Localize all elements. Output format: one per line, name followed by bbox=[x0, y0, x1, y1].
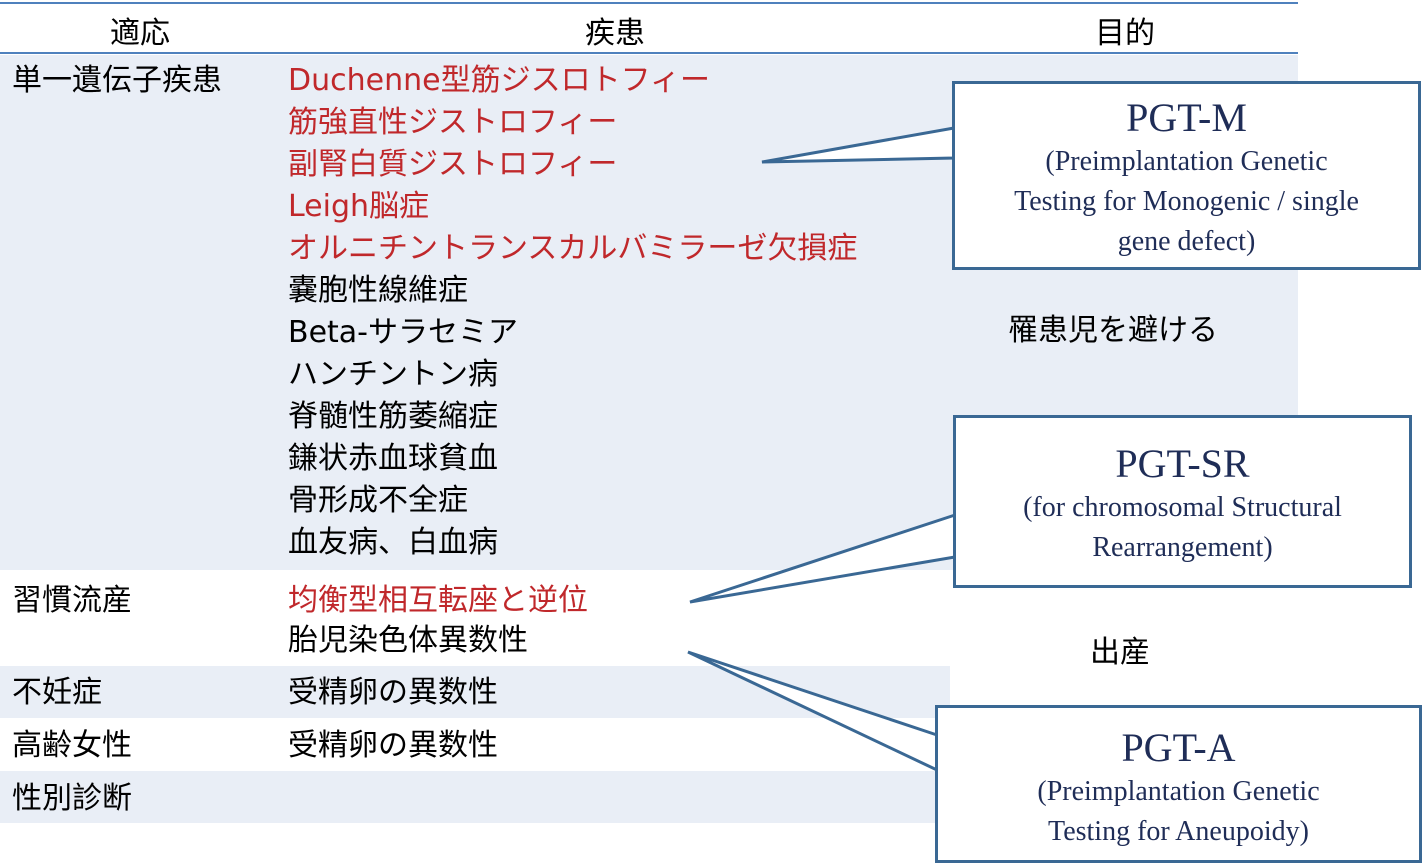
disease-otc: オルニチントランスカルバミラーゼ欠損症 bbox=[288, 231, 858, 266]
pgt-sr-title: PGT-SR bbox=[1115, 441, 1250, 486]
pgt-m-tail bbox=[761, 126, 956, 164]
header-bottom-line bbox=[0, 52, 1298, 54]
pgt-m-line-2: Testing for Monogenic / single bbox=[1014, 186, 1359, 217]
disease-osteogenesis: 骨形成不全症 bbox=[288, 483, 468, 518]
indication-habitual-abortion: 習慣流産 bbox=[12, 583, 132, 618]
table-top-line bbox=[0, 2, 1298, 4]
pgt-m-callout: PGT-M (Preimplantation Genetic Testing f… bbox=[952, 81, 1421, 270]
header-indication: 適応 bbox=[110, 16, 170, 51]
pgt-m-line-3: gene defect) bbox=[1117, 226, 1256, 257]
indication-single-gene: 単一遺伝子疾患 bbox=[12, 63, 222, 98]
indication-infertility: 不妊症 bbox=[12, 675, 102, 710]
disease-sma: 脊髄性筋萎縮症 bbox=[288, 399, 498, 434]
header-disease: 疾患 bbox=[585, 16, 645, 51]
pgt-m-line-1: (Preimplantation Genetic bbox=[1045, 146, 1328, 177]
disease-embryo-aneuploidy-2: 受精卵の異数性 bbox=[288, 728, 498, 763]
disease-embryo-aneuploidy-1: 受精卵の異数性 bbox=[288, 675, 498, 710]
disease-leigh: Leigh脳症 bbox=[288, 189, 430, 224]
indication-advanced-age: 高齢女性 bbox=[12, 728, 132, 763]
disease-fetal-aneuploidy: 胎児染色体異数性 bbox=[288, 623, 528, 658]
pgt-sr-line-2: Rearrangement) bbox=[1092, 532, 1273, 563]
disease-sickle-cell: 鎌状赤血球貧血 bbox=[288, 441, 498, 476]
disease-myotonic: 筋強直性ジストロフィー bbox=[288, 105, 618, 140]
disease-translocation-inversion: 均衡型相互転座と逆位 bbox=[288, 583, 588, 618]
header-purpose: 目的 bbox=[1095, 16, 1155, 51]
disease-huntington: ハンチントン病 bbox=[288, 357, 498, 392]
pgt-a-title: PGT-A bbox=[1121, 725, 1236, 770]
pgt-a-line-2: Testing for Aneupoidy) bbox=[1048, 816, 1309, 847]
disease-adrenoleukodystrophy: 副腎白質ジストロフィー bbox=[288, 147, 618, 182]
pgt-sr-callout: PGT-SR (for chromosomal Structural Rearr… bbox=[953, 415, 1412, 588]
pgt-a-tail bbox=[687, 650, 939, 773]
purpose-avoid-affected: 罹患児を避ける bbox=[1008, 313, 1218, 348]
disease-beta-thalassemia: Beta-サラセミア bbox=[288, 315, 519, 350]
pgt-m-title: PGT-M bbox=[1126, 95, 1247, 140]
pgt-a-line-1: (Preimplantation Genetic bbox=[1037, 776, 1320, 807]
disease-hemophilia-leukemia: 血友病、白血病 bbox=[288, 525, 498, 560]
pgt-a-callout: PGT-A (Preimplantation Genetic Testing f… bbox=[935, 705, 1422, 863]
disease-cystic-fibrosis: 嚢胞性線維症 bbox=[288, 273, 468, 308]
pgt-sr-line-1: (for chromosomal Structural bbox=[1023, 492, 1342, 523]
disease-duchenne: Duchenne型筋ジスロトフィー bbox=[288, 63, 710, 98]
indication-sex-diagnosis: 性別診断 bbox=[12, 781, 132, 816]
single-gene-disease-list: Duchenne型筋ジスロトフィー 筋強直性ジストロフィー 副腎白質ジストロフィ… bbox=[288, 60, 857, 564]
purpose-birth: 出産 bbox=[1090, 635, 1150, 670]
row-band-sex-diagnosis bbox=[0, 771, 950, 823]
pgt-sr-tail bbox=[689, 512, 957, 604]
